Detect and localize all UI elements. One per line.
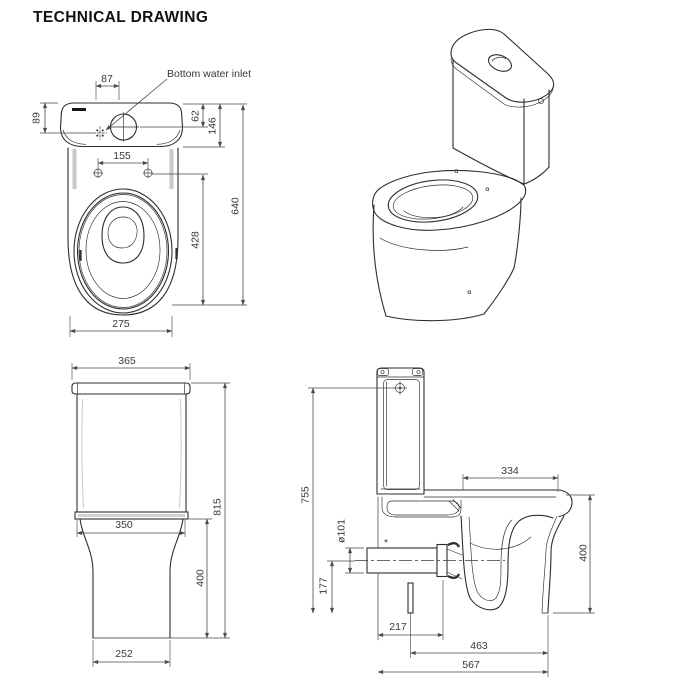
p-tank-bottom-right bbox=[523, 166, 550, 185]
footnote-asterisk: * bbox=[384, 537, 388, 549]
seat-ring-2 bbox=[76, 192, 170, 310]
page-title: TECHNICAL DRAWING bbox=[33, 9, 209, 26]
dim-87: 87 bbox=[101, 73, 113, 85]
dim-89: 89 bbox=[31, 112, 43, 124]
cistern-inner-curve bbox=[62, 129, 181, 145]
s-front-wall bbox=[547, 515, 565, 614]
p-dot-3 bbox=[467, 290, 471, 294]
s-cistern-outline bbox=[376, 367, 425, 495]
ext-217 bbox=[410, 580, 444, 658]
dim-365: 365 bbox=[118, 355, 136, 367]
p-seat-opening bbox=[387, 179, 479, 223]
s-tab-hole-left bbox=[380, 370, 385, 374]
cistern-outline bbox=[59, 102, 184, 148]
p-lid bbox=[450, 28, 555, 103]
side-view: * 755 334 ø101 177 400 217 463 567 bbox=[300, 367, 595, 677]
p-pedestal-right bbox=[483, 197, 522, 315]
dim-400-side: 400 bbox=[578, 544, 590, 562]
dim-252: 252 bbox=[115, 648, 133, 660]
dim-755: 755 bbox=[300, 486, 312, 504]
dim-62: 62 bbox=[190, 110, 202, 122]
dim-275: 275 bbox=[112, 318, 130, 330]
s-lid-tab-right bbox=[412, 368, 423, 376]
s-lid-tab-left bbox=[377, 368, 389, 376]
p-seat-opening-inner bbox=[392, 184, 474, 220]
dim-155: 155 bbox=[113, 150, 131, 162]
s-back-foot bbox=[407, 582, 414, 614]
s-funnel-lines bbox=[446, 548, 463, 580]
bowl-opening bbox=[101, 206, 145, 264]
s-flange-clamps bbox=[447, 541, 461, 580]
dim-428: 428 bbox=[190, 231, 202, 249]
f-pedestal-left bbox=[79, 518, 94, 639]
inlet-callout: Bottom water inlet bbox=[167, 68, 251, 80]
water-surface-plan bbox=[107, 216, 138, 249]
dim-334: 334 bbox=[501, 465, 519, 477]
seat-ring-3 bbox=[78, 194, 168, 308]
seat-ring-outer bbox=[73, 188, 173, 314]
seat-ring-inner bbox=[85, 201, 161, 299]
p-flush-button bbox=[487, 54, 513, 72]
s-bowl-profile bbox=[460, 514, 554, 611]
seat-hinge-marks bbox=[79, 248, 178, 261]
p-dot-2 bbox=[485, 187, 489, 191]
ext-89 bbox=[40, 102, 93, 134]
plan-view: Bottom water inlet 87 89 62 146 428 640 … bbox=[31, 68, 251, 337]
s-front-wall-inner bbox=[541, 516, 558, 614]
dim-177: 177 bbox=[318, 577, 330, 595]
flush-button-crosshair bbox=[107, 112, 140, 142]
s-tab-hole-right bbox=[416, 370, 421, 374]
f-pedestal-right bbox=[169, 518, 184, 639]
p-flush-button-detail bbox=[491, 56, 507, 62]
dim-567: 567 bbox=[462, 659, 480, 671]
fixing-hole-left bbox=[93, 168, 103, 178]
bowl-silhouette bbox=[67, 147, 179, 316]
p-side-hole bbox=[538, 98, 544, 104]
ext-365 bbox=[71, 363, 191, 380]
s-water-surface bbox=[469, 536, 532, 550]
p-underside-curve bbox=[379, 237, 469, 251]
p-dot-1 bbox=[454, 169, 458, 173]
dim-400-front: 400 bbox=[195, 569, 207, 587]
s-bowl-profile-inner bbox=[468, 516, 513, 601]
p-bowl-inner-arc bbox=[403, 206, 464, 219]
water-inlet-symbol bbox=[93, 126, 107, 140]
inlet-leader-line bbox=[105, 78, 168, 131]
p-deck bbox=[372, 169, 527, 231]
ext-275 bbox=[69, 316, 173, 337]
dim-101: ø101 bbox=[336, 519, 348, 543]
f-cistern-shading bbox=[81, 398, 182, 509]
dim-217: 217 bbox=[389, 621, 407, 633]
p-pedestal-bottom bbox=[385, 313, 485, 322]
f-lid bbox=[71, 382, 191, 395]
f-lid-ticks bbox=[77, 382, 185, 395]
front-view: 365 350 400 815 252 bbox=[71, 355, 230, 667]
dim-350: 350 bbox=[115, 519, 133, 531]
s-flush-housing bbox=[381, 496, 462, 518]
s-tank-inner bbox=[383, 379, 420, 490]
dim-146: 146 bbox=[207, 117, 219, 135]
p-pedestal-left bbox=[372, 204, 387, 317]
dim-463: 463 bbox=[470, 640, 488, 652]
s-rim-detail bbox=[448, 499, 462, 512]
perspective-view bbox=[372, 28, 555, 322]
s-rim-channel bbox=[386, 500, 460, 516]
fixing-hole-right bbox=[143, 168, 153, 178]
ext-right-group bbox=[140, 103, 247, 306]
dim-640: 640 bbox=[230, 197, 242, 215]
dim-815: 815 bbox=[212, 498, 224, 516]
s-front-bullnose bbox=[558, 489, 573, 518]
f-cistern-sides bbox=[76, 393, 187, 513]
